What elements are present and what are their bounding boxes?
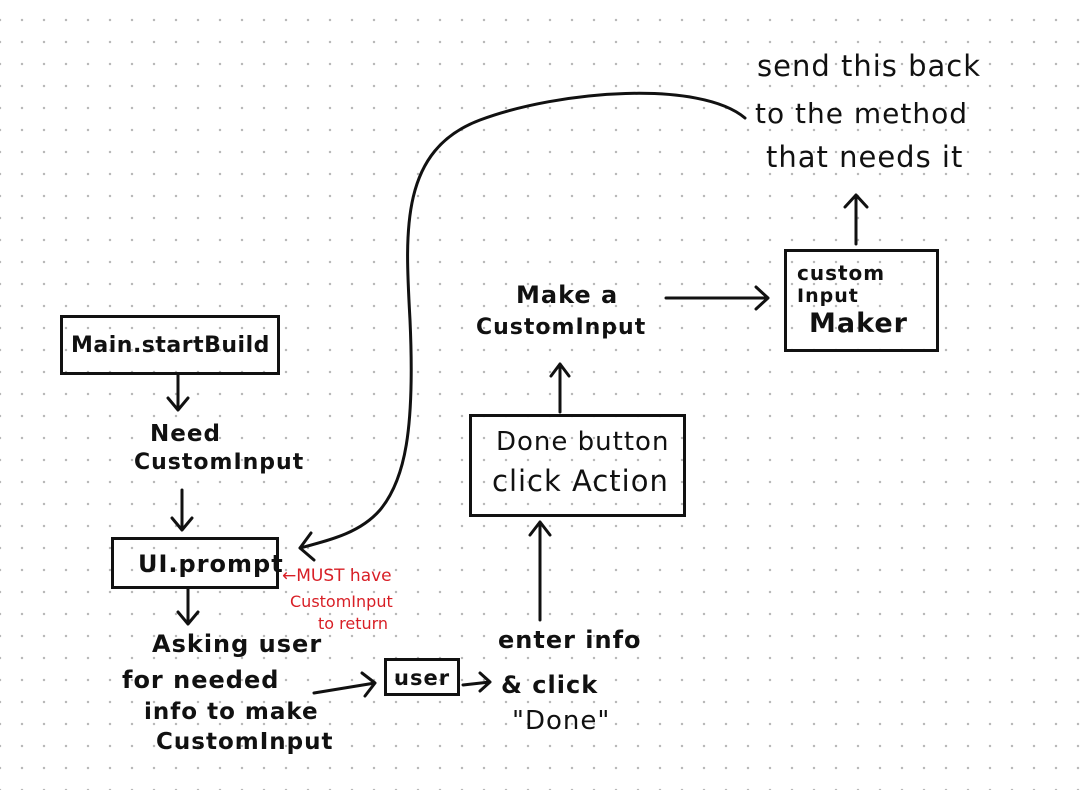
maker-line3: Maker <box>809 308 908 339</box>
maker-line2: Input <box>797 285 859 307</box>
must-have-note-line1: ←MUST have <box>282 566 392 586</box>
make-a-label: Make a <box>516 281 619 309</box>
enter-info-line1: enter info <box>498 626 642 654</box>
arrow-enterinfo-to-done <box>528 520 552 622</box>
arrow-asking-to-user <box>312 671 377 698</box>
arrow-done-to-make <box>549 362 571 414</box>
maker-line1: custom <box>797 261 886 285</box>
asking-user-line3: info to make <box>144 699 319 725</box>
custom-input-maker-box: custom Input Maker <box>784 249 939 352</box>
asking-user-line4: CustomInput <box>156 729 334 755</box>
main-start-build-label: Main.startBuild <box>71 333 270 358</box>
need-custominput-label: CustomInput <box>134 450 305 475</box>
need-label: Need <box>150 421 221 447</box>
enter-info-line2: & click <box>501 671 599 699</box>
done-button-action-box: Done button click Action <box>469 414 686 517</box>
arrow-main-to-need <box>166 373 190 412</box>
user-box: user <box>384 658 460 696</box>
must-have-note-line2: CustomInput <box>290 592 393 611</box>
asking-user-line2: for needed <box>122 666 280 694</box>
send-back-line2: to the method <box>755 97 968 130</box>
ui-prompt-box: UI.prompt <box>111 537 283 589</box>
must-have-note-line3: to return <box>318 614 389 633</box>
arrow-make-to-maker <box>664 285 770 311</box>
send-back-line1: send this back <box>757 49 982 83</box>
main-start-build-box: Main.startBuild <box>60 315 280 375</box>
ui-prompt-label: UI.prompt <box>138 550 284 578</box>
arrow-need-to-uiprompt <box>170 488 194 532</box>
asking-user-line1: Asking user <box>152 630 323 658</box>
arrow-user-to-enterinfo <box>461 671 492 693</box>
arrow-uiprompt-to-asking <box>176 586 200 626</box>
make-custominput-label: CustomInput <box>476 315 647 340</box>
enter-info-line3: "Done" <box>512 706 611 736</box>
user-label: user <box>394 666 451 690</box>
done-button-line1: Done button <box>496 427 670 457</box>
send-back-line3: that needs it <box>766 140 964 174</box>
arrow-maker-to-sendback <box>843 193 869 246</box>
done-button-line2: click Action <box>492 464 669 498</box>
